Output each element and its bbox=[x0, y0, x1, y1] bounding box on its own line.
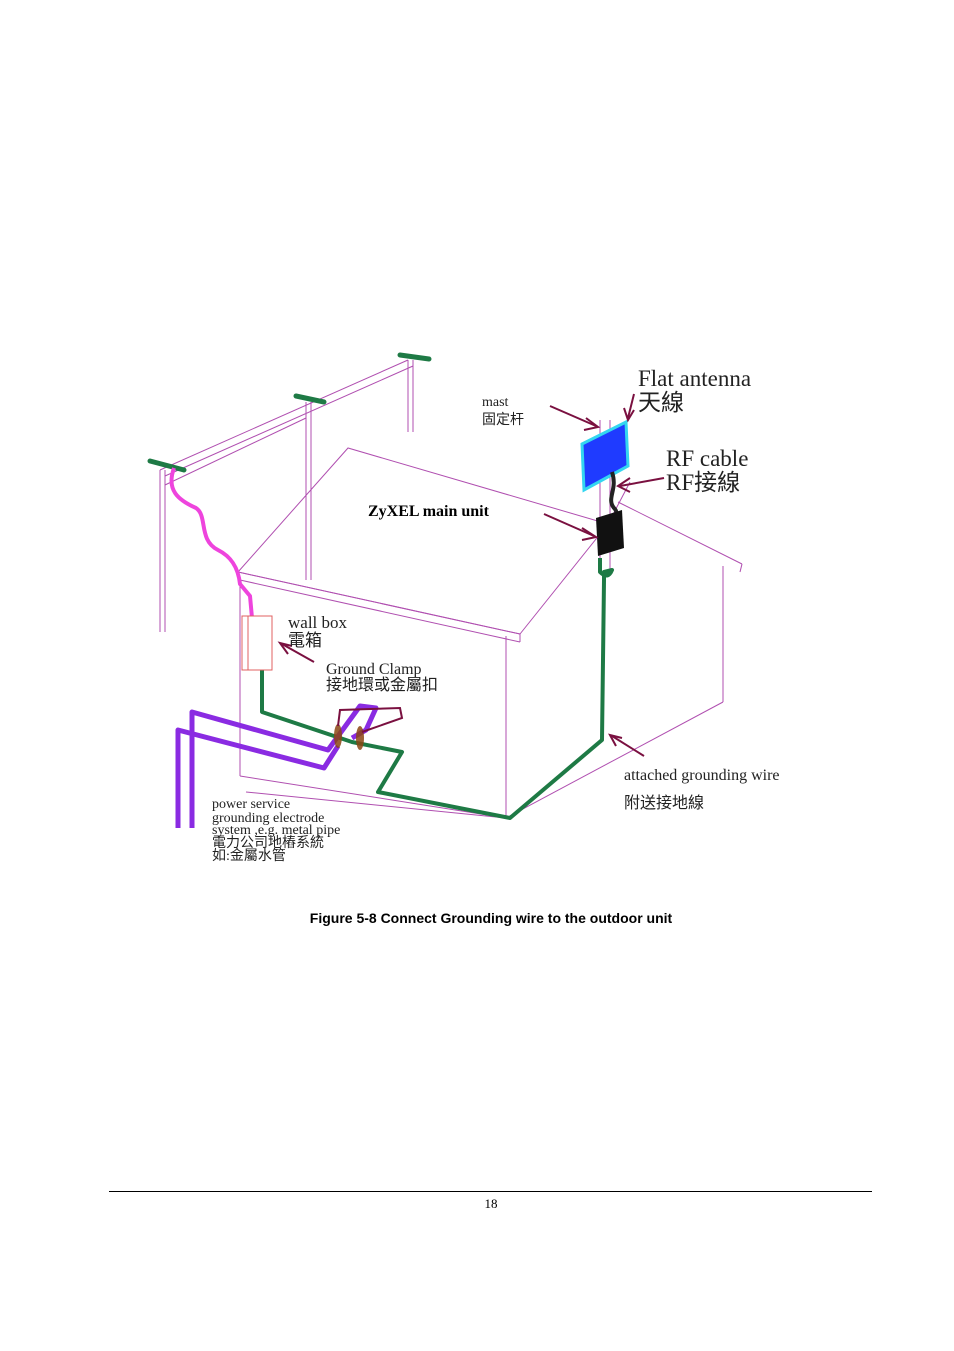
utility-poles bbox=[159, 359, 414, 632]
label-wall-box-zh: 電箱 bbox=[288, 631, 322, 650]
label-grounding-wire: attached grounding wire bbox=[624, 767, 780, 784]
ground-clamp-right bbox=[356, 726, 364, 750]
ground-clamp-left bbox=[334, 724, 342, 748]
page-number: 18 bbox=[484, 1196, 498, 1211]
label-ground-clamp: Ground Clamp bbox=[326, 661, 422, 678]
label-flat-antenna: Flat antenna bbox=[638, 366, 751, 391]
label-mast: mast bbox=[482, 395, 509, 410]
label-ground-clamp-zh: 接地環或金屬扣 bbox=[326, 676, 438, 694]
label-power-service-2: grounding electrode bbox=[212, 811, 324, 826]
label-mast-zh: 固定杆 bbox=[482, 412, 524, 428]
label-rf-cable: RF cable bbox=[666, 446, 748, 471]
label-flat-antenna-zh: 天線 bbox=[638, 390, 684, 415]
label-power-service-3: system ,e.g. metal pipe bbox=[212, 823, 340, 838]
grounding-diagram-svg: mast 固定杆 Flat antenna 天線 RF cable RF接線 Z… bbox=[138, 340, 818, 872]
flat-antenna bbox=[580, 419, 630, 493]
zyxel-main-unit bbox=[596, 510, 624, 556]
footer-rule bbox=[109, 1191, 872, 1192]
label-power-service-4: 電力公司地樁系統 bbox=[212, 834, 324, 851]
pointer-arrows bbox=[277, 393, 665, 757]
grounding-diagram: mast 固定杆 Flat antenna 天線 RF cable RF接線 Z… bbox=[138, 340, 818, 872]
label-grounding-wire-zh: 附送接地線 bbox=[624, 794, 704, 812]
power-service-wire bbox=[169, 467, 260, 620]
wall-box bbox=[241, 615, 273, 671]
label-power-service-1: power service bbox=[212, 797, 290, 812]
label-rf-cable-zh: RF接線 bbox=[666, 470, 740, 495]
figure-caption: Figure 5-8 Connect Grounding wire to the… bbox=[309, 910, 673, 926]
label-power-service-5: 如:金屬水管 bbox=[212, 848, 286, 864]
label-main-unit: ZyXEL main unit bbox=[368, 503, 490, 520]
label-wall-box: wall box bbox=[288, 613, 348, 632]
metal-pipe-branch bbox=[175, 727, 341, 828]
house-outline bbox=[237, 447, 743, 819]
pole-crossarms bbox=[147, 352, 432, 473]
attached-grounding-wire bbox=[260, 558, 614, 820]
